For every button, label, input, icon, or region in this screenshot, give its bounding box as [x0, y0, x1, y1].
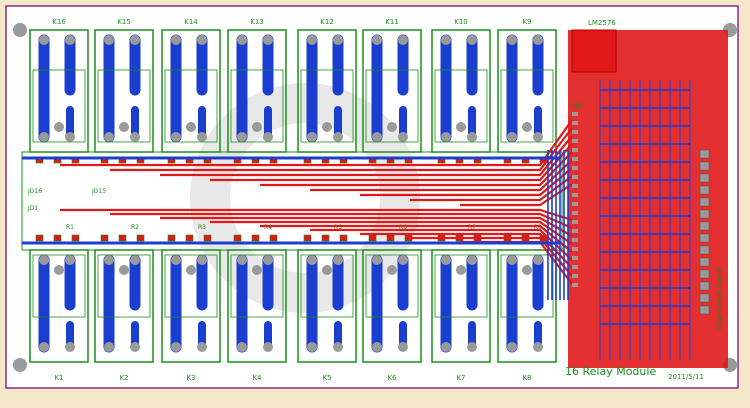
- bus-traces: [21, 80, 710, 360]
- resistor-label: R8: [534, 224, 542, 231]
- relay-label: K8: [522, 374, 531, 382]
- board-title: 16 Relay Module: [565, 365, 656, 378]
- board-date: 2011/5/11: [668, 373, 704, 381]
- chip-label: U2: [572, 102, 582, 110]
- mount-hole: [13, 23, 27, 37]
- resistor-label: R4: [264, 224, 272, 231]
- relay-k9: K9: [497, 18, 557, 164]
- relay-label: K12: [320, 18, 334, 26]
- relay-label: K4: [252, 374, 262, 382]
- relay-label: K6: [387, 374, 397, 382]
- relay-label: K9: [522, 18, 531, 26]
- resistor-label: R5: [334, 224, 342, 231]
- regulator-label: LM2576: [588, 19, 616, 27]
- relay-label: K5: [322, 374, 331, 382]
- relay-label: K11: [385, 18, 399, 26]
- relay-k15: K15: [94, 18, 154, 164]
- led-label-jd15: JD15: [91, 188, 106, 195]
- watermark: [190, 83, 420, 313]
- relay-k10: K10: [431, 18, 491, 164]
- relay-label: K3: [186, 374, 195, 382]
- relay-k14: K14: [161, 18, 221, 164]
- input-label: Low-Level Input: [715, 267, 724, 330]
- relay-label: K2: [119, 374, 128, 382]
- mount-hole: [13, 358, 27, 372]
- relay-k1: K1: [29, 234, 89, 382]
- relay-k16: K16: [29, 18, 89, 164]
- regulator-pad: [571, 29, 617, 73]
- relay-label: K13: [250, 18, 264, 26]
- relay-label: K1: [54, 374, 63, 382]
- relay-k4: K4: [227, 234, 287, 382]
- resistor-label: R6: [399, 224, 407, 231]
- relay-k13: K13: [227, 18, 287, 164]
- relay-label: K14: [184, 18, 198, 26]
- relay-k8: K8: [497, 234, 557, 382]
- relay-k11: K11: [362, 18, 422, 164]
- relay-label: K16: [52, 18, 66, 26]
- relay-label: K15: [117, 18, 131, 26]
- relay-label: K10: [454, 18, 468, 26]
- led-label-jd1: JD1: [27, 205, 38, 212]
- resistor-label: R1: [66, 224, 74, 231]
- relay-k2: K2: [94, 234, 154, 382]
- resistor-label: R3: [198, 224, 206, 231]
- relay-label: K7: [456, 374, 465, 382]
- led-label-jd16: JD16: [27, 188, 42, 195]
- resistor-label: R2: [131, 224, 139, 231]
- resistor-label: R7: [468, 224, 476, 231]
- relay-k6: K6: [362, 234, 422, 382]
